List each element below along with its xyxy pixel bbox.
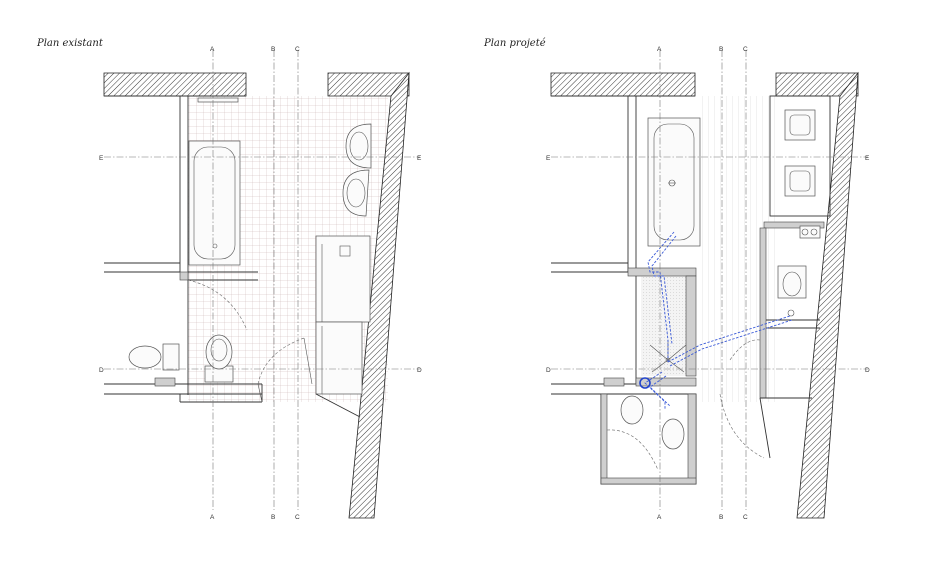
wc-cubicle-bowl-1: [620, 395, 644, 425]
wc-bowl: [205, 334, 233, 370]
axis-label-c-top-right: C: [743, 46, 748, 53]
wall-slanted: [348, 71, 410, 519]
wall-top-right-proj: [775, 72, 859, 97]
existing-plan: [103, 50, 420, 519]
door-swing-2: [257, 337, 305, 385]
door-swing-1: [187, 279, 248, 331]
axis-label-e-left-left: E: [99, 155, 104, 162]
basin-1: [784, 109, 816, 141]
wall-top-right: [327, 72, 410, 97]
wc-left-tank: [162, 343, 180, 371]
axis-label-d-left-left: D: [99, 367, 104, 374]
vanity-unit: [769, 95, 831, 217]
axis-label-a-bottom-left: A: [210, 514, 215, 521]
axis-label-d-right-right: D: [865, 367, 870, 374]
axis-label-a-top-left: A: [210, 46, 215, 53]
projected-plan: [550, 50, 868, 519]
axis-label-c-bottom-left: C: [295, 514, 300, 521]
axis-label-a-bottom-right: A: [657, 514, 662, 521]
drain-pipes: [639, 231, 793, 410]
axis-label-c-bottom-right: C: [743, 514, 748, 521]
wc-cubicle-bowl-2: [661, 418, 685, 450]
pipe-junction: [639, 377, 651, 389]
axis-label-d-left-right: D: [546, 367, 551, 374]
axis-label-e-left-right: E: [546, 155, 551, 162]
cabinet: [315, 235, 371, 323]
cabinet-lower: [315, 321, 363, 395]
wall-slanted-proj: [796, 71, 859, 519]
door-swing-proj-3: [729, 339, 761, 361]
basin-2: [784, 165, 816, 197]
axis-label-b-top-right: B: [719, 46, 723, 53]
washbasin-2: [342, 169, 370, 217]
axis-label-c-top-left: C: [295, 46, 300, 53]
title-existing-plan: Plan existant: [36, 38, 104, 49]
radiator: [197, 97, 239, 103]
axis-label-d-right-left: D: [417, 367, 422, 374]
bathtub-proj: [647, 117, 701, 247]
wall-top-left-proj: [550, 72, 696, 97]
door-swing-proj-1: [606, 429, 659, 471]
bathtub: [188, 140, 241, 266]
title-projected-plan: Plan projeté: [483, 38, 546, 49]
wall-top-left: [103, 72, 247, 97]
axis-label-a-top-right: A: [657, 46, 662, 53]
axis-label-b-bottom-right: B: [719, 514, 723, 521]
axis-label-b-bottom-left: B: [271, 514, 275, 521]
axis-label-b-top-left: B: [271, 46, 275, 53]
axis-label-e-right-right: E: [865, 155, 870, 162]
wc-left-bowl: [128, 345, 162, 369]
door-swing-proj-2: [719, 393, 765, 459]
wc-proj-right: [777, 265, 807, 299]
axis-label-e-right-left: E: [417, 155, 422, 162]
